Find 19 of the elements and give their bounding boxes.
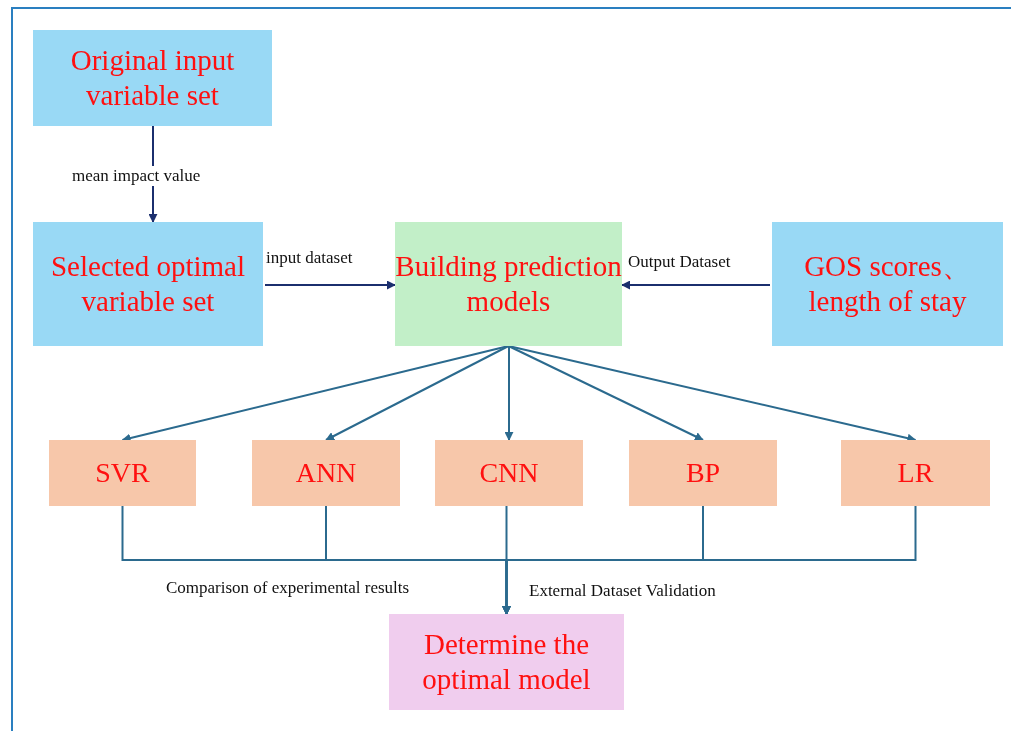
arrow [502, 505, 917, 615]
model-box: BP [629, 440, 777, 506]
arrow [504, 345, 514, 441]
input-box: Selected optimal variable set [33, 222, 263, 346]
edge-label: input dataset [264, 248, 355, 269]
input-box: Original input variable set [33, 30, 272, 126]
model-box: SVR [49, 440, 196, 506]
note-text: Comparison of experimental results [164, 578, 412, 599]
model-box: ANN [252, 440, 400, 506]
arrow [621, 280, 771, 290]
model-box: LR [841, 440, 990, 506]
input-box: GOS scores、length of stay [772, 222, 1003, 346]
arrow [264, 280, 396, 290]
arrow [507, 345, 704, 441]
arrow [325, 345, 510, 441]
process-box: Building prediction models [395, 222, 622, 346]
model-box: CNN [435, 440, 583, 506]
result-box: Determine the optimal model [389, 614, 624, 710]
edge-label: mean impact value [70, 166, 203, 187]
